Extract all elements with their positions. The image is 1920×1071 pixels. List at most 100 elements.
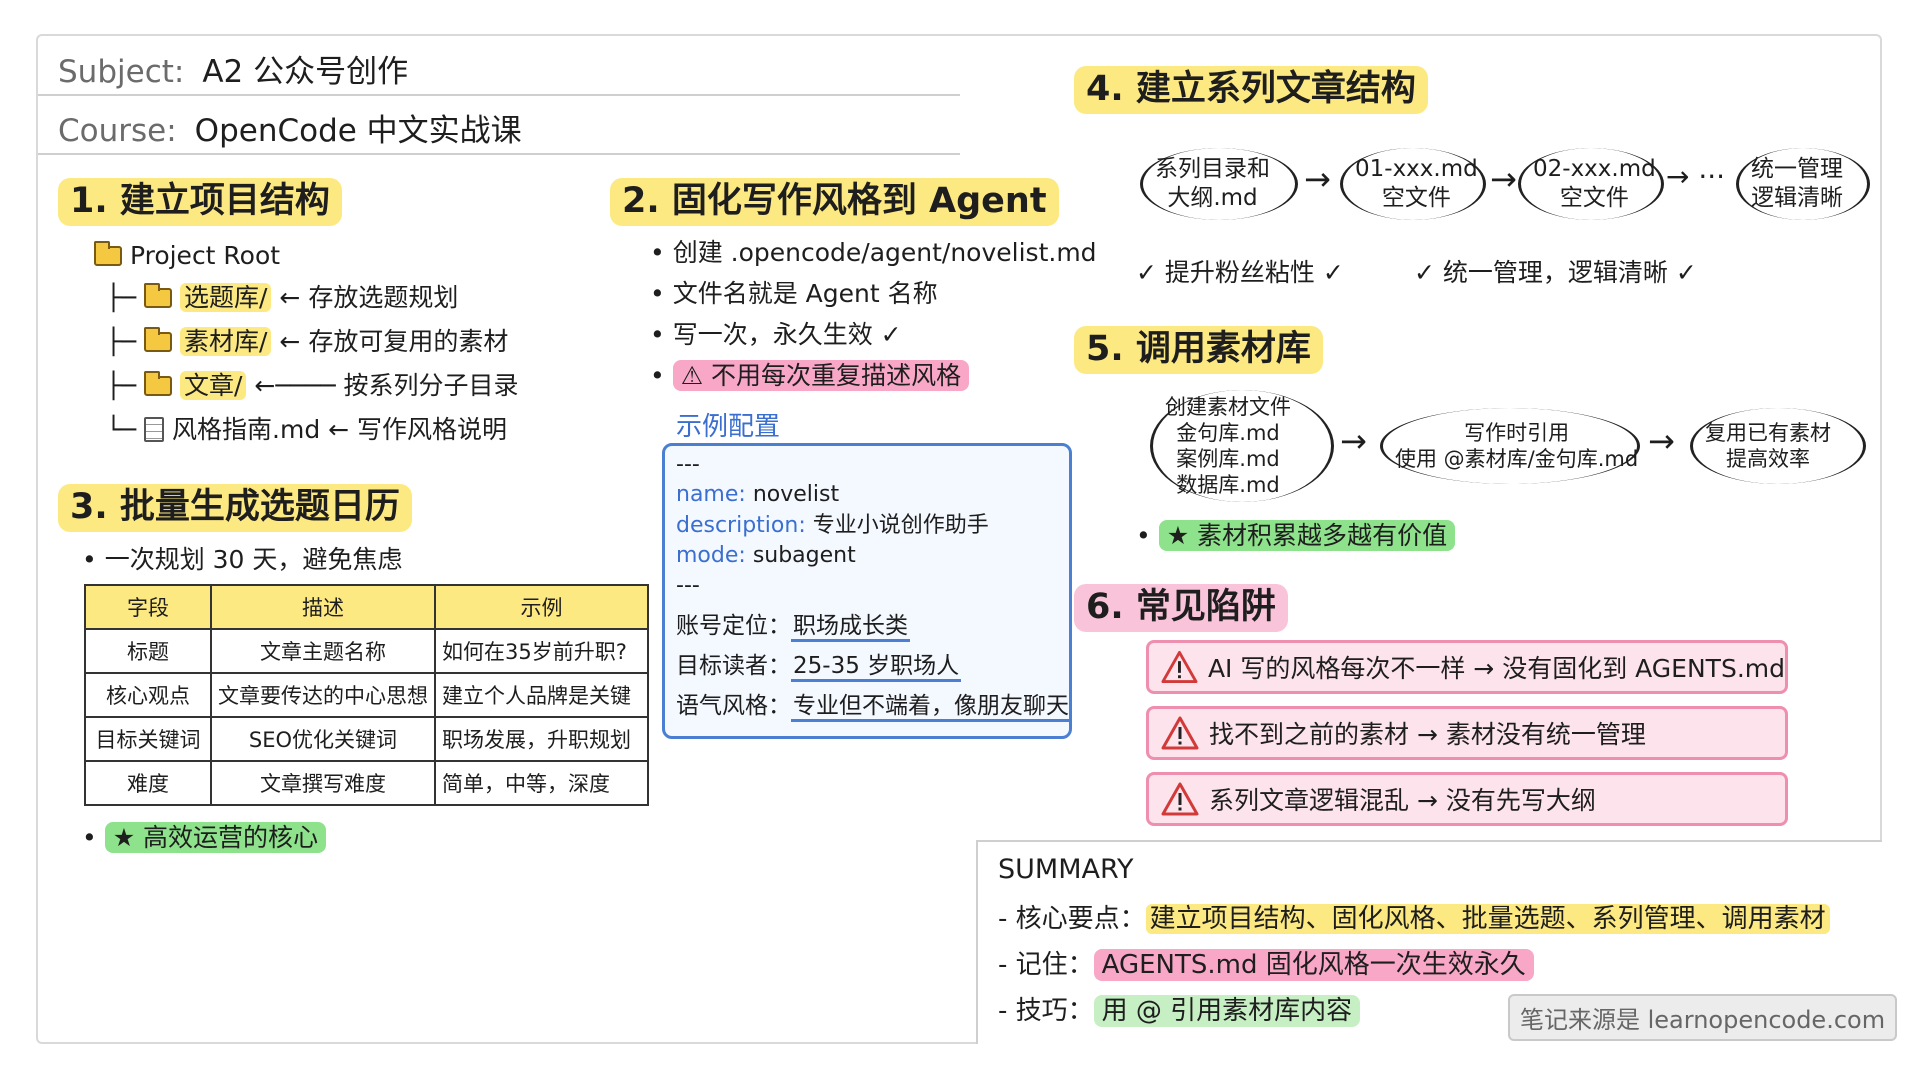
tree-row: ├─ 选题库/ ← 存放选题规划 bbox=[106, 283, 458, 313]
table-cell: 目标关键词 bbox=[84, 716, 212, 762]
s3-bullet-text: 一次规划 30 天，避免焦虑 bbox=[104, 545, 403, 574]
section-5-title: 5. 调用素材库 bbox=[1074, 326, 1323, 374]
section-6-title: 6. 常见陷阱 bbox=[1074, 584, 1288, 632]
summary-line: - 核心要点：建立项目结构、固化风格、批量选题、系列管理、调用素材 bbox=[998, 898, 1830, 935]
table-row: 标题 文章主题名称 如何在35岁前升职? bbox=[84, 628, 649, 674]
table-cell: 标题 bbox=[84, 628, 212, 674]
tree-folder-name: 选题库/ bbox=[180, 283, 272, 312]
config-mode-line: mode: subagent bbox=[676, 541, 989, 571]
tree-file-name: 风格指南.md bbox=[172, 415, 321, 444]
pitfall-text: 系列文章逻辑混乱 → 没有先写大纲 bbox=[1209, 786, 1596, 815]
table-cell: 文章主题名称 bbox=[210, 628, 436, 674]
flow-box-line: 02-xxx.md bbox=[1533, 156, 1656, 183]
table-header-row: 字段 描述 示例 bbox=[84, 584, 649, 630]
subject-label: Subject: bbox=[58, 54, 185, 90]
tree-row: ├─ 文章/ ←──── 按系列分子目录 bbox=[106, 371, 519, 401]
pitfall-text: AI 写的风格每次不一样 → 没有固化到 AGENTS.md bbox=[1207, 654, 1785, 683]
table-header: 示例 bbox=[434, 584, 649, 630]
tree-arrow: ← bbox=[279, 327, 301, 356]
warning-icon bbox=[1161, 716, 1199, 750]
summary-prefix: - 核心要点： bbox=[998, 904, 1146, 934]
tree-arrow: ← bbox=[328, 415, 350, 444]
flow-box-line: 案例库.md bbox=[1176, 447, 1280, 471]
config-field: 目标读者：25-35 岁职场人 bbox=[676, 646, 1071, 686]
flow-box-line: 创建素材文件 bbox=[1165, 394, 1291, 419]
s4-check: ✓ 统一管理，逻辑清晰 ✓ bbox=[1414, 258, 1697, 287]
flow-box-line: 大纲.md bbox=[1167, 185, 1258, 211]
table-cell: 如何在35岁前升职? bbox=[434, 628, 649, 674]
section-3-title: 3. 批量生成选题日历 bbox=[58, 484, 412, 532]
config-field-key: 语气风格： bbox=[676, 693, 791, 719]
flow-box-line: 统一管理 bbox=[1751, 156, 1843, 183]
s2-bullet: • 写一次，永久生效 ✓ bbox=[650, 320, 902, 349]
summary-line: - 记住：AGENTS.md 固化风格一次生效永久 bbox=[998, 944, 1534, 981]
flow-box-line: 空文件 bbox=[1559, 185, 1629, 211]
table-row: 难度 文章撰写难度 简单，中等，深度 bbox=[84, 760, 649, 806]
section-4-title: 4. 建立系列文章结构 bbox=[1074, 66, 1428, 114]
flow-box-line: 提高效率 bbox=[1726, 447, 1810, 471]
header-divider bbox=[38, 94, 960, 96]
tree-prefix: ├─ bbox=[106, 327, 137, 356]
summary-title: SUMMARY bbox=[998, 854, 1134, 885]
flow-box-line: 数据库.md bbox=[1176, 473, 1280, 498]
flow-box: 系列目录和大纲.md bbox=[1140, 148, 1298, 220]
tree-note: 按系列分子目录 bbox=[343, 371, 519, 400]
table-cell: 建立个人品牌是关键 bbox=[434, 672, 649, 718]
tree-note: 写作风格说明 bbox=[357, 415, 508, 444]
tree-row: ├─ 素材库/ ← 存放可复用的素材 bbox=[106, 327, 508, 357]
config-field-key: 账号定位： bbox=[676, 613, 791, 639]
config-desc-line: description: 专业小说创作助手 bbox=[676, 511, 989, 541]
summary-prefix: - 技巧： bbox=[998, 996, 1094, 1026]
example-config-box bbox=[662, 443, 1072, 739]
course-line: Course:OpenCode 中文实战课 bbox=[58, 105, 522, 150]
table-header: 描述 bbox=[210, 584, 436, 630]
flow-box-line: 空文件 bbox=[1381, 185, 1451, 211]
tree-root: Project Root bbox=[94, 241, 280, 271]
tree-folder-name: 素材库/ bbox=[180, 327, 272, 356]
folder-icon bbox=[144, 327, 173, 352]
table-cell: 简单，中等，深度 bbox=[434, 760, 649, 806]
config-field: 账号定位：职场成长类 bbox=[676, 606, 1071, 646]
tree-row: └─ 风格指南.md ← 写作风格说明 bbox=[106, 415, 507, 445]
page-frame bbox=[36, 34, 1882, 1044]
pitfall-item: 找不到之前的素材 → 素材没有统一管理 bbox=[1146, 706, 1788, 760]
tree-folder-name: 文章/ bbox=[180, 371, 247, 400]
s5-star: • ★ 素材积累越多越有价值 bbox=[1136, 516, 1456, 552]
topic-calendar-table: 字段 描述 示例 标题 文章主题名称 如何在35岁前升职? 核心观点 文章要传达… bbox=[84, 584, 649, 806]
config-key: name: bbox=[676, 482, 746, 508]
flow-box-line: 系列目录和 bbox=[1155, 156, 1270, 183]
s2-bullet: • 创建 .opencode/agent/novelist.md bbox=[650, 238, 1097, 267]
config-value: 专业小说创作助手 bbox=[812, 512, 989, 538]
config-name-line: name: novelist bbox=[676, 480, 989, 510]
config-field-value: 职场成长类 bbox=[791, 613, 910, 642]
config-field-key: 目标读者： bbox=[676, 653, 791, 679]
pitfall-text: 找不到之前的素材 → 素材没有统一管理 bbox=[1209, 720, 1646, 749]
source-credit: 笔记来源是 learnopencode.com bbox=[1508, 994, 1898, 1041]
s5-star-text: ★ 素材积累越多越有价值 bbox=[1158, 520, 1456, 551]
file-icon bbox=[144, 417, 165, 442]
table-cell: 职场发展，升职规划 bbox=[434, 716, 649, 762]
tree-root-label: Project Root bbox=[129, 241, 281, 270]
s3-bullet: • 一次规划 30 天，避免焦虑 bbox=[82, 545, 403, 574]
s2-bullet-text: 写一次，永久生效 ✓ bbox=[672, 320, 902, 349]
s2-warn: • ⚠ 不用每次重复描述风格 bbox=[650, 356, 970, 392]
summary-text: 建立项目结构、固化风格、批量选题、系列管理、调用素材 bbox=[1145, 904, 1830, 934]
warning-icon bbox=[1161, 650, 1198, 684]
table-cell: 文章撰写难度 bbox=[210, 760, 436, 806]
flow-arrow: → bbox=[1490, 160, 1517, 198]
folder-icon bbox=[144, 283, 173, 308]
flow-arrow: → bbox=[1340, 422, 1367, 460]
tree-note: 存放选题规划 bbox=[308, 283, 459, 312]
config-yaml: --- name: novelist description: 专业小说创作助手… bbox=[676, 450, 989, 602]
s2-bullet-text: 创建 .opencode/agent/novelist.md bbox=[672, 238, 1097, 267]
pitfall-item: AI 写的风格每次不一样 → 没有固化到 AGENTS.md bbox=[1146, 640, 1788, 694]
flow-arrow: → bbox=[1648, 422, 1675, 460]
config-field-value: 25-35 岁职场人 bbox=[791, 653, 962, 682]
tree-arrow: ←──── bbox=[254, 371, 336, 400]
tree-note: 存放可复用的素材 bbox=[308, 327, 509, 356]
table-cell: 文章要传达的中心思想 bbox=[210, 672, 436, 718]
table-cell: 核心观点 bbox=[84, 672, 212, 718]
